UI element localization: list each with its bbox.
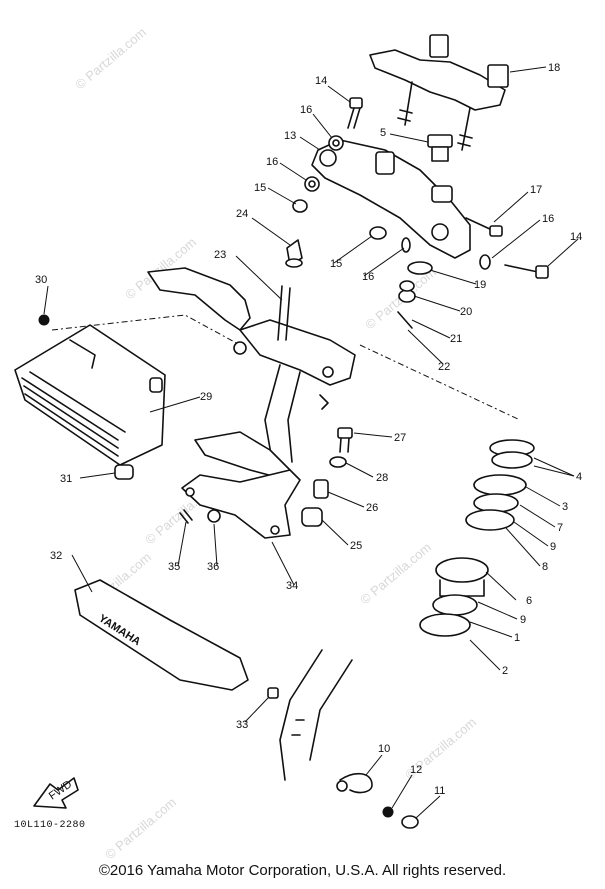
washer-part-28 bbox=[329, 456, 347, 468]
screw-part-30 bbox=[38, 314, 50, 326]
callout-2: 2 bbox=[502, 665, 508, 677]
copyright-notice: ©2016 Yamaha Motor Corporation, U.S.A. A… bbox=[98, 862, 507, 879]
handlebar-holder-part-18 bbox=[369, 34, 509, 151]
fork-tube bbox=[279, 649, 353, 781]
clip-part-10 bbox=[336, 772, 373, 794]
nut-part-16b bbox=[304, 176, 320, 192]
lower-cover-part-32: YAMAHA bbox=[74, 579, 249, 691]
diagram-code: 10L110-2280 bbox=[14, 820, 86, 831]
callout-15: 15 bbox=[254, 182, 266, 194]
bolt-part-27 bbox=[337, 427, 353, 453]
callout-9: 9 bbox=[520, 614, 526, 626]
cap-part-15b bbox=[369, 226, 387, 240]
callout-23: 23 bbox=[214, 249, 226, 261]
bolt-part-14-right bbox=[504, 264, 549, 279]
callout-16: 16 bbox=[362, 271, 374, 283]
callout-16: 16 bbox=[300, 104, 312, 116]
damper-part-25 bbox=[301, 507, 323, 527]
screw-part-33 bbox=[267, 687, 279, 699]
bracket-part-34 bbox=[181, 469, 301, 539]
bearing-stack-parts-1-9 bbox=[419, 439, 535, 637]
callout-20: 20 bbox=[460, 306, 472, 318]
nut-part-12 bbox=[382, 806, 394, 818]
grommet-part-36 bbox=[207, 509, 221, 523]
collar-part-20 bbox=[398, 280, 416, 303]
watermark: © Partzilla.com bbox=[102, 794, 179, 862]
callout-4: 4 bbox=[576, 471, 582, 483]
callout-16: 16 bbox=[266, 156, 278, 168]
callout-25: 25 bbox=[350, 540, 362, 552]
upper-bracket-part-13 bbox=[311, 139, 471, 259]
watermark: © Partzilla.com bbox=[357, 539, 434, 607]
callout-13: 13 bbox=[284, 130, 296, 142]
callout-14: 14 bbox=[570, 231, 582, 243]
washer-part-16d bbox=[401, 237, 411, 253]
callout-32: 32 bbox=[50, 550, 62, 562]
callout-28: 28 bbox=[376, 472, 388, 484]
callout-18: 18 bbox=[548, 62, 560, 74]
assembly-line bbox=[51, 314, 241, 346]
stay-part-23 bbox=[147, 267, 356, 479]
callout-36: 36 bbox=[207, 561, 219, 573]
collar-part-26 bbox=[313, 479, 329, 499]
nut-part-16a bbox=[328, 135, 344, 151]
callout-11: 11 bbox=[434, 785, 445, 797]
grommet-part-31 bbox=[114, 464, 134, 480]
callout-numbers: 18 14 16 5 13 16 15 17 24 16 14 15 16 23… bbox=[35, 62, 582, 797]
callout-29: 29 bbox=[200, 391, 212, 403]
callout-5: 5 bbox=[380, 127, 386, 139]
callout-21: 21 bbox=[450, 333, 462, 345]
callout-35: 35 bbox=[168, 561, 180, 573]
callout-7: 7 bbox=[557, 522, 563, 534]
bolt-part-11 bbox=[401, 815, 419, 829]
callout-30: 30 bbox=[35, 274, 47, 286]
callout-10: 10 bbox=[378, 743, 390, 755]
callout-17: 17 bbox=[530, 184, 542, 196]
leader-lines bbox=[43, 66, 579, 819]
washer-part-19 bbox=[407, 261, 433, 275]
callout-3: 3 bbox=[562, 501, 568, 513]
callout-9: 9 bbox=[550, 541, 556, 553]
callout-19: 19 bbox=[474, 279, 486, 291]
callout-33: 33 bbox=[236, 719, 248, 731]
washer-part-16c bbox=[479, 254, 491, 270]
cap-bolt-part-5 bbox=[427, 134, 453, 162]
callout-15: 15 bbox=[330, 258, 342, 270]
front-direction-arrow: FWD bbox=[33, 777, 79, 809]
callout-8: 8 bbox=[542, 561, 548, 573]
damper-part-24 bbox=[285, 239, 303, 268]
callout-31: 31 bbox=[60, 473, 72, 485]
bolt-part-17 bbox=[465, 217, 503, 237]
callout-34: 34 bbox=[286, 580, 298, 592]
callout-27: 27 bbox=[394, 432, 406, 444]
callout-1: 1 bbox=[514, 632, 520, 644]
screw-part-35 bbox=[179, 509, 193, 524]
assembly-line bbox=[359, 344, 521, 421]
callout-12: 12 bbox=[410, 764, 422, 776]
callout-6: 6 bbox=[526, 595, 532, 607]
callout-16: 16 bbox=[542, 213, 554, 225]
callout-22: 22 bbox=[438, 361, 450, 373]
callout-26: 26 bbox=[366, 502, 378, 514]
callout-24: 24 bbox=[236, 208, 248, 220]
callout-14: 14 bbox=[315, 75, 327, 87]
cap-part-15a bbox=[292, 199, 308, 213]
bolt-part-21 bbox=[397, 311, 413, 329]
watermark: © Partzilla.com bbox=[72, 24, 149, 92]
cover-part-29 bbox=[14, 324, 166, 466]
bolt-part-14-upper bbox=[347, 97, 363, 129]
